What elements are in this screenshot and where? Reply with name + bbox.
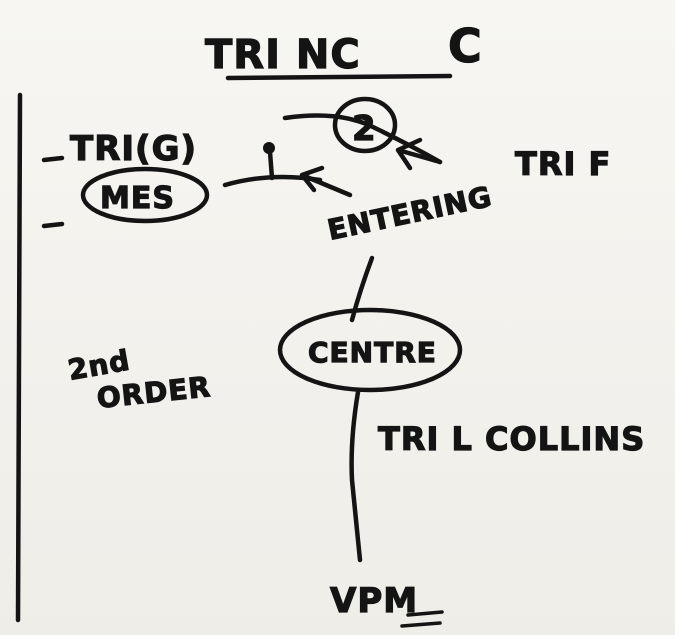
entering-label: ENTERING bbox=[325, 180, 495, 247]
upper-arrow bbox=[395, 137, 443, 171]
dash-2 bbox=[41, 221, 65, 229]
dash-1 bbox=[41, 155, 65, 163]
tri-l-collins-label: TRI L COLLINS bbox=[378, 420, 645, 458]
tri-g-label: TRI(G) bbox=[70, 129, 197, 169]
vpm-underline bbox=[400, 610, 444, 628]
junction-pin bbox=[267, 149, 275, 181]
title-text: TRI NC bbox=[205, 32, 361, 78]
entering-connector bbox=[349, 255, 375, 323]
centre-label: CENTRE bbox=[308, 336, 437, 369]
mes-circle bbox=[80, 166, 210, 224]
title-symbol: C bbox=[448, 19, 483, 73]
upper-node-circle bbox=[332, 96, 398, 154]
mes-label: MES bbox=[100, 181, 175, 216]
junction-dot bbox=[263, 142, 275, 154]
tri-f-label: TRI F bbox=[515, 145, 611, 183]
centre-to-vpm-line bbox=[349, 389, 363, 563]
title-underline bbox=[225, 73, 453, 81]
junction-arrow bbox=[299, 165, 353, 198]
margin-line bbox=[15, 92, 23, 623]
vpm-label: VPM bbox=[330, 581, 418, 621]
centre-circle bbox=[277, 307, 463, 393]
upper-crossing-line bbox=[282, 113, 443, 165]
